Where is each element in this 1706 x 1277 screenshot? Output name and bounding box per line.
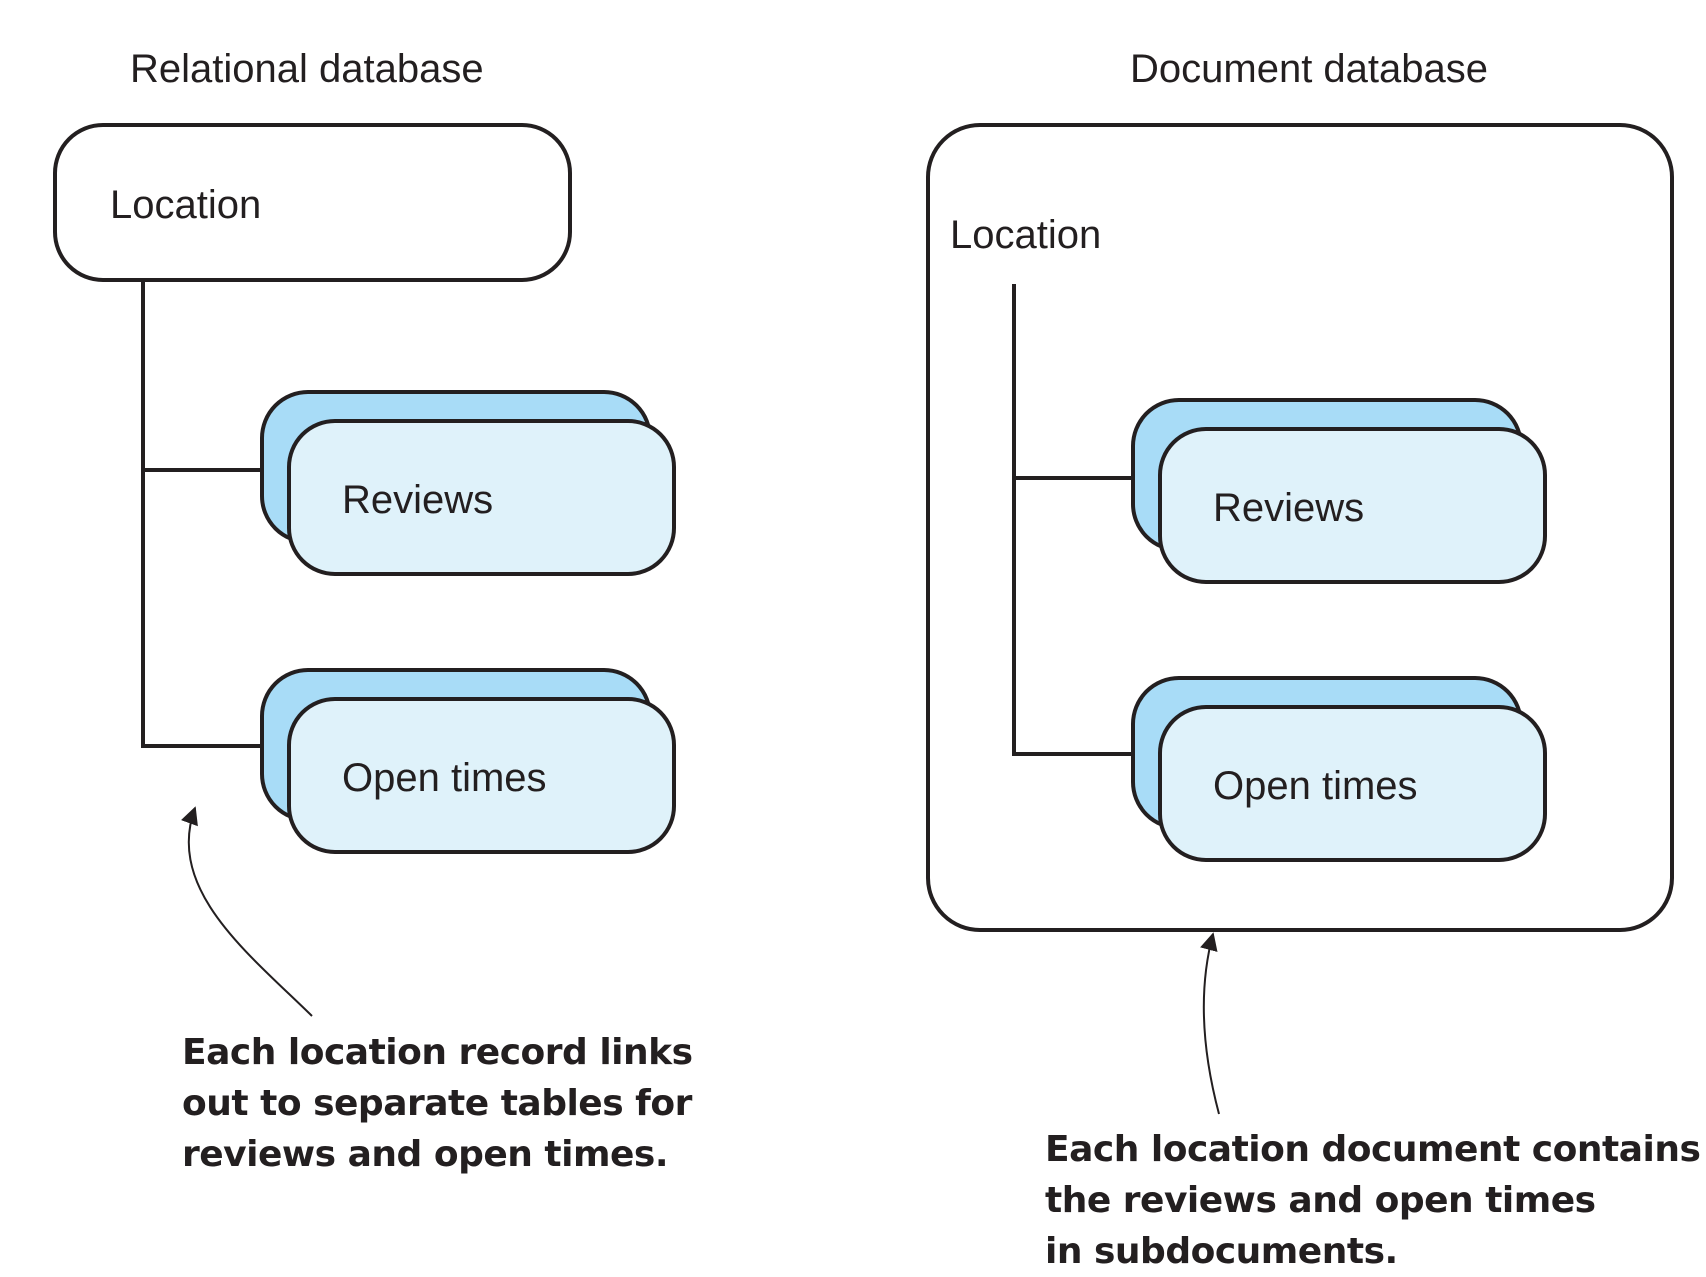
relational-reviews-table: Reviews [260, 390, 676, 576]
document-reviews-label: Reviews [1213, 486, 1364, 530]
relational-location-box: Location [53, 123, 572, 282]
relational-open-times-table: Open times [260, 668, 676, 854]
document-reviews-subdocument: Reviews [1131, 398, 1547, 584]
document-panel: Document database Location Reviews Open … [926, 47, 1674, 1115]
relational-annotation-line-1: Each location record links [182, 1032, 693, 1073]
document-location-label: Location [950, 213, 1101, 257]
relational-annotation: Each location record links out to separa… [182, 1027, 693, 1180]
relational-connectors [141, 280, 262, 748]
relational-open-times-label: Open times [342, 756, 547, 800]
document-annotation-line-1: Each location document contains [1045, 1129, 1701, 1170]
document-annotation-arrow [1200, 932, 1220, 1115]
relational-panel: Relational database Location Reviews Ope… [53, 47, 676, 1017]
document-annotation-line-3: in subdocuments. [1045, 1231, 1398, 1272]
document-heading: Document database [1130, 47, 1488, 91]
document-open-times-subdocument: Open times [1131, 676, 1547, 862]
document-open-times-label: Open times [1213, 764, 1418, 808]
document-annotation-line-2: the reviews and open times [1045, 1180, 1596, 1221]
relational-location-label: Location [110, 183, 261, 227]
document-annotation: Each location document contains the revi… [1045, 1124, 1701, 1277]
relational-reviews-label: Reviews [342, 478, 493, 522]
relational-annotation-line-3: reviews and open times. [182, 1134, 668, 1175]
relational-annotation-line-2: out to separate tables for [182, 1083, 692, 1124]
relational-annotation-arrow [180, 806, 313, 1017]
document-connectors [1012, 284, 1133, 756]
relational-heading: Relational database [130, 47, 484, 91]
